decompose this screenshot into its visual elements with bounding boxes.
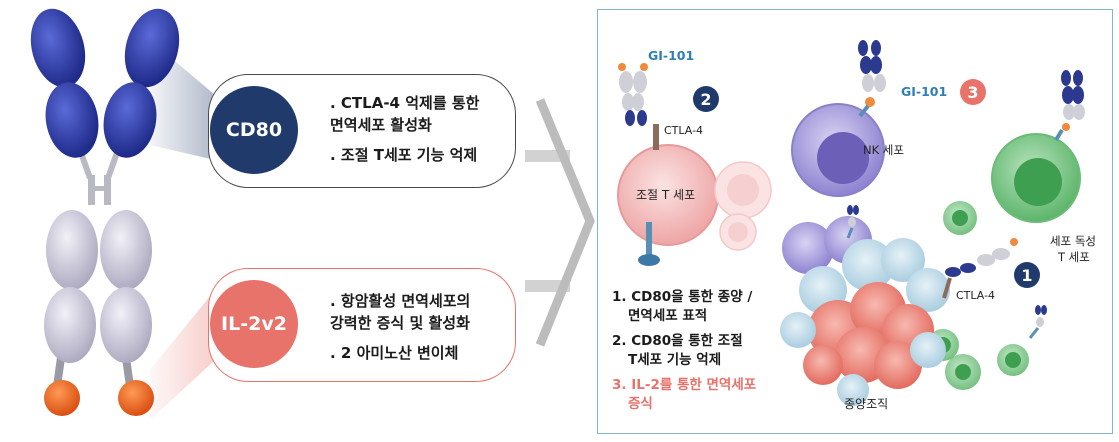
marker-3: 3 — [960, 79, 986, 105]
gi101-label: GI-101 — [648, 48, 695, 63]
mechanism-item-1-line1: 1. CD80을 통한 종양 / — [612, 289, 753, 305]
treg-label: 조절 T 세포 — [636, 188, 696, 202]
marker-1: 1 — [1014, 262, 1040, 288]
cd80-bullet-3: . 조절 T세포 기능 억제 — [330, 146, 478, 164]
gi101-molecule — [1054, 70, 1085, 142]
fc-domain — [44, 287, 96, 363]
gi101-molecule — [846, 205, 859, 239]
marker-2-label: 2 — [700, 89, 712, 109]
il2-bullet-3: . 2 아미노산 변이체 — [330, 344, 459, 362]
cd80-badge-label: CD80 — [225, 119, 283, 141]
cd80-domain — [103, 82, 157, 158]
cd80-bullet-2: 면역세포 활성화 — [330, 116, 432, 134]
ctl-label: 세포 독성 — [1050, 234, 1096, 248]
ctla4-receptor — [646, 222, 652, 257]
fc-domain — [46, 210, 98, 290]
mechanism-panel: GI-101 GI-101 2 3 1 CTLA-4 CTLA-4 조절 T 세… — [597, 9, 1113, 434]
fc-domain — [100, 210, 152, 290]
gi101-molecule — [1028, 305, 1047, 339]
mechanism-item-2-line2: T세포 기능 억제 — [628, 352, 722, 368]
arrow-icon — [525, 98, 595, 347]
mechanism-item-3-line1: 3. IL-2를 통한 면역세포 — [612, 377, 757, 393]
il2-bullet-1: . 항암활성 면역세포의 — [330, 292, 471, 310]
mechanism-item-2: 2. CD80을 통한 조절 T세포 기능 억제 — [612, 332, 743, 370]
ctl-label: T 세포 — [1058, 250, 1090, 264]
cd80-domain — [30, 8, 86, 88]
fc-domain — [100, 287, 152, 363]
il2-badge-label: IL-2v2 — [221, 313, 287, 335]
mechanism-item-3: 3. IL-2를 통한 면역세포 증식 — [612, 376, 756, 414]
mechanism-illustration — [617, 40, 1085, 406]
gi101-molecule — [618, 63, 648, 126]
marker-2: 2 — [693, 86, 719, 112]
nk-label: NK 세포 — [863, 143, 904, 157]
cd80-domain — [45, 82, 99, 158]
marker-3-label: 3 — [967, 82, 979, 102]
il2-badge: IL-2v2 — [210, 280, 298, 368]
ctla4-receptor — [653, 124, 659, 150]
cd80-domain — [124, 8, 180, 88]
il2-fan — [150, 290, 215, 420]
il2-bullet-2: 강력한 증식 및 활성화 — [330, 314, 470, 332]
mechanism-item-1-line2: 면역세포 표적 — [628, 308, 708, 324]
gi101-molecule — [942, 238, 1018, 299]
cd80-bullet-1: . CTLA-4 억제를 통한 — [330, 94, 480, 112]
ctla4-label: CTLA-4 — [664, 124, 704, 137]
il2-domain — [44, 380, 80, 416]
mechanism-item-1: 1. CD80을 통한 종양 / 면역세포 표적 — [612, 288, 752, 326]
ctla4-label: CTLA-4 — [956, 289, 996, 302]
gi101-molecule — [858, 40, 886, 118]
tumor-label: 종양조직 — [844, 397, 889, 411]
gi101-label: GI-101 — [901, 84, 948, 99]
cd80-badge: CD80 — [210, 86, 298, 174]
il2-domain — [118, 380, 154, 416]
mechanism-item-3-line2: 증식 — [628, 396, 653, 412]
marker-1-label: 1 — [1021, 265, 1033, 285]
mechanism-item-2-line1: 2. CD80을 통한 조절 — [612, 333, 743, 349]
tumor-tissue — [780, 216, 950, 406]
